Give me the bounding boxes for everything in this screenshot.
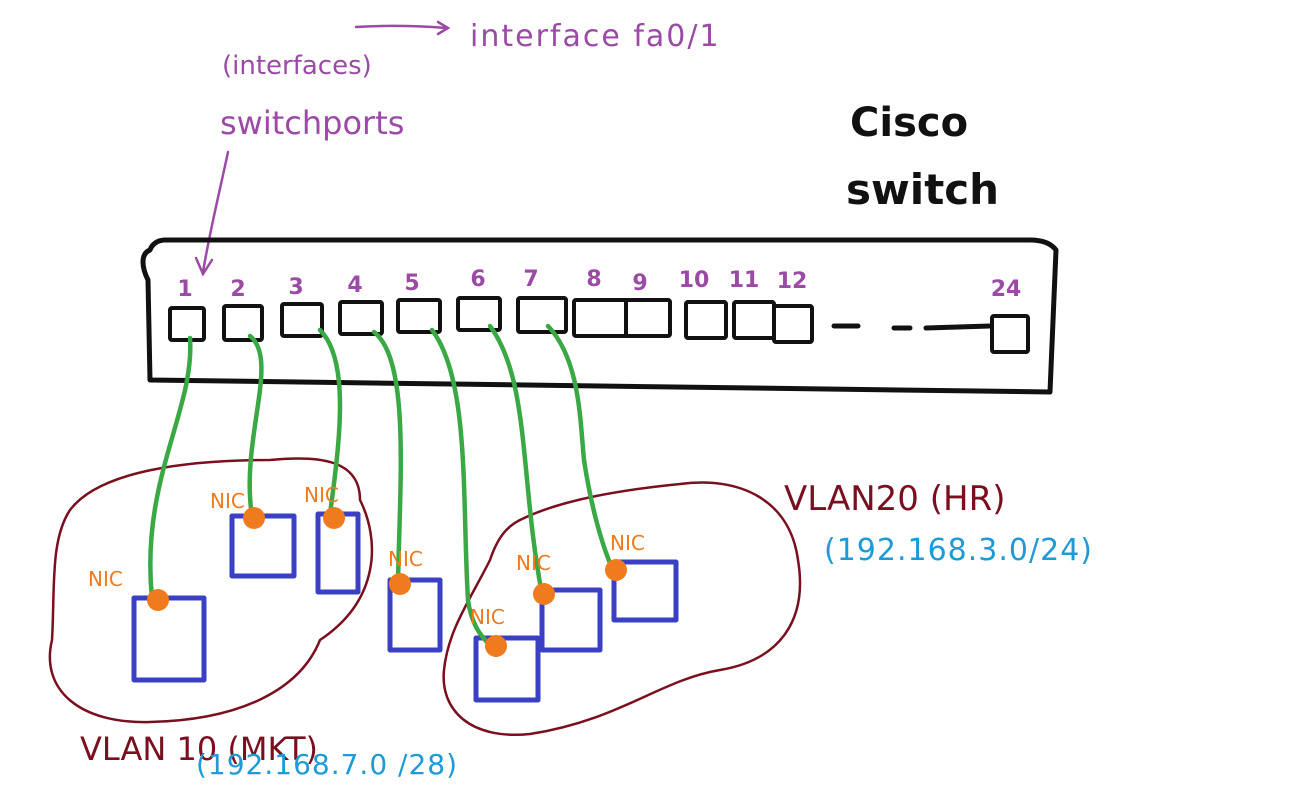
ports-ellipsis (831, 323, 993, 331)
port-number-11: 11 (729, 268, 760, 293)
switch-port-8[interactable] (572, 298, 630, 338)
nic-dots (147, 507, 627, 657)
vlan20-subnet: (192.168.3.0/24) (824, 533, 1093, 568)
nic-label-5: NIC (470, 605, 505, 629)
vlan20-outline (442, 481, 802, 737)
vlan10-subnet: (192.168.7.0 /28) (196, 748, 458, 781)
cable-port7-pc7 (545, 323, 615, 571)
arrow-to-port-1 (194, 150, 230, 277)
device-label-cisco: Cisco (850, 100, 968, 146)
switchports-label: switchports (220, 104, 404, 142)
switch-port-24[interactable] (990, 314, 1030, 354)
cable-port3-pc3 (317, 327, 343, 517)
port-number-3: 3 (288, 275, 303, 300)
device-label-switch: switch (846, 165, 999, 214)
hosts (131, 511, 679, 703)
cable-port5-pc5 (429, 327, 493, 649)
nic-dot-7 (605, 559, 627, 581)
nic-label-3: NIC (304, 483, 339, 507)
switch-port-2[interactable] (222, 304, 264, 342)
port-number-labels: 1 2 3 4 5 6 7 8 9 10 11 12 24 (177, 267, 1021, 302)
cable-port6-pc6 (487, 323, 545, 597)
arrow-to-interface-label (354, 20, 451, 36)
cable-port1-pc1 (148, 335, 193, 601)
switch-port-10[interactable] (684, 300, 728, 340)
vlan20-name: VLAN20 (HR) (784, 479, 1005, 519)
interfaces-note: (interfaces) (222, 51, 372, 81)
nic-dot-1 (147, 589, 169, 611)
port-number-1: 1 (177, 277, 192, 302)
cable-port2-pc2 (247, 333, 264, 519)
switch-port-6[interactable] (456, 296, 502, 332)
nic-dot-6 (533, 583, 555, 605)
cable-port4-pc4 (371, 329, 404, 585)
nic-label-6: NIC (516, 551, 551, 575)
port-number-12: 12 (777, 269, 808, 294)
port-number-5: 5 (404, 271, 419, 296)
interface-label: interface fa0/1 (470, 19, 721, 54)
port-number-7: 7 (523, 267, 538, 292)
nic-dot-5 (485, 635, 507, 657)
host-pc-4[interactable] (387, 577, 443, 653)
switch-port-9[interactable] (624, 298, 672, 338)
nic-label-1: NIC (88, 567, 123, 591)
nic-dot-3 (323, 507, 345, 529)
port-number-9: 9 (632, 271, 647, 296)
port-number-10: 10 (679, 268, 710, 293)
nic-label-7: NIC (610, 531, 645, 555)
port-number-24: 24 (991, 277, 1022, 302)
vlan10-name: VLAN 10 (MKT) (80, 730, 318, 768)
nic-dot-4 (389, 573, 411, 595)
port-number-4: 4 (347, 273, 362, 298)
switch-port-1[interactable] (168, 306, 206, 342)
host-pc-7[interactable] (611, 559, 679, 623)
vlan10-outline (48, 457, 374, 724)
nic-label-2: NIC (210, 489, 245, 513)
nic-labels: NIC NIC NIC NIC NIC NIC NIC (88, 483, 645, 629)
host-pc-6[interactable] (539, 587, 603, 653)
nic-label-4: NIC (388, 547, 423, 571)
switch-port-5[interactable] (396, 298, 442, 334)
switch-port-7[interactable] (516, 296, 568, 334)
host-pc-1[interactable] (131, 595, 207, 683)
nic-dot-2 (243, 507, 265, 529)
port-number-8: 8 (586, 267, 601, 292)
switch-port-12[interactable] (772, 304, 814, 344)
switch-port-3[interactable] (280, 302, 324, 338)
switch-chassis (140, 237, 1059, 395)
host-pc-2[interactable] (229, 513, 297, 579)
host-pc-5[interactable] (473, 635, 541, 703)
port-number-6: 6 (470, 267, 485, 292)
switch-ports (168, 296, 1030, 354)
cables (148, 323, 615, 649)
switch-port-11[interactable] (732, 300, 776, 340)
port-number-2: 2 (230, 277, 245, 302)
switch-port-4[interactable] (338, 300, 384, 336)
